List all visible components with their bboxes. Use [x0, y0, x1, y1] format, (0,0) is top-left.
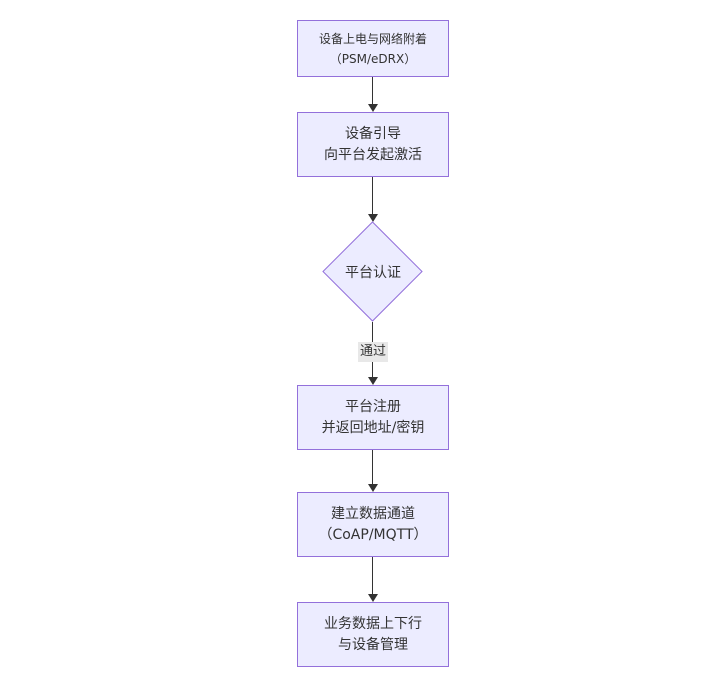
node-label-line: 平台注册 [345, 398, 401, 415]
edge-line [372, 177, 373, 214]
node-label-line: （PSM/eDRX） [329, 51, 417, 66]
edge-line [372, 77, 373, 104]
node-label-line: 并返回地址/密钥 [321, 419, 425, 436]
decision-label: 平台认证 [345, 265, 401, 281]
node-label-line: 向平台发起激活 [324, 146, 422, 163]
flow-node-power-attach: 设备上电与网络附着 （PSM/eDRX） [297, 20, 449, 77]
edge-line [372, 450, 373, 484]
flow-node-platform-register: 平台注册 并返回地址/密钥 [297, 385, 449, 450]
flow-node-business-data: 业务数据上下行 与设备管理 [297, 602, 449, 667]
node-label-line: 与设备管理 [338, 636, 408, 653]
node-label-line: 设备引导 [345, 125, 401, 142]
down-arrow-icon [368, 104, 378, 112]
node-label-line: （CoAP/MQTT） [318, 526, 428, 543]
down-arrow-icon [368, 214, 378, 222]
node-label-line: 设备上电与网络附着 [318, 31, 427, 46]
down-arrow-icon [368, 377, 378, 385]
edge-label-pass: 通过 [357, 342, 389, 362]
node-label-line: 建立数据通道 [331, 505, 415, 522]
node-label-line: 业务数据上下行 [324, 615, 422, 632]
edge-line [372, 557, 373, 594]
flow-node-bootstrap: 设备引导 向平台发起激活 [297, 112, 449, 177]
flow-node-data-channel: 建立数据通道 （CoAP/MQTT） [297, 492, 449, 557]
down-arrow-icon [368, 594, 378, 602]
down-arrow-icon [368, 484, 378, 492]
